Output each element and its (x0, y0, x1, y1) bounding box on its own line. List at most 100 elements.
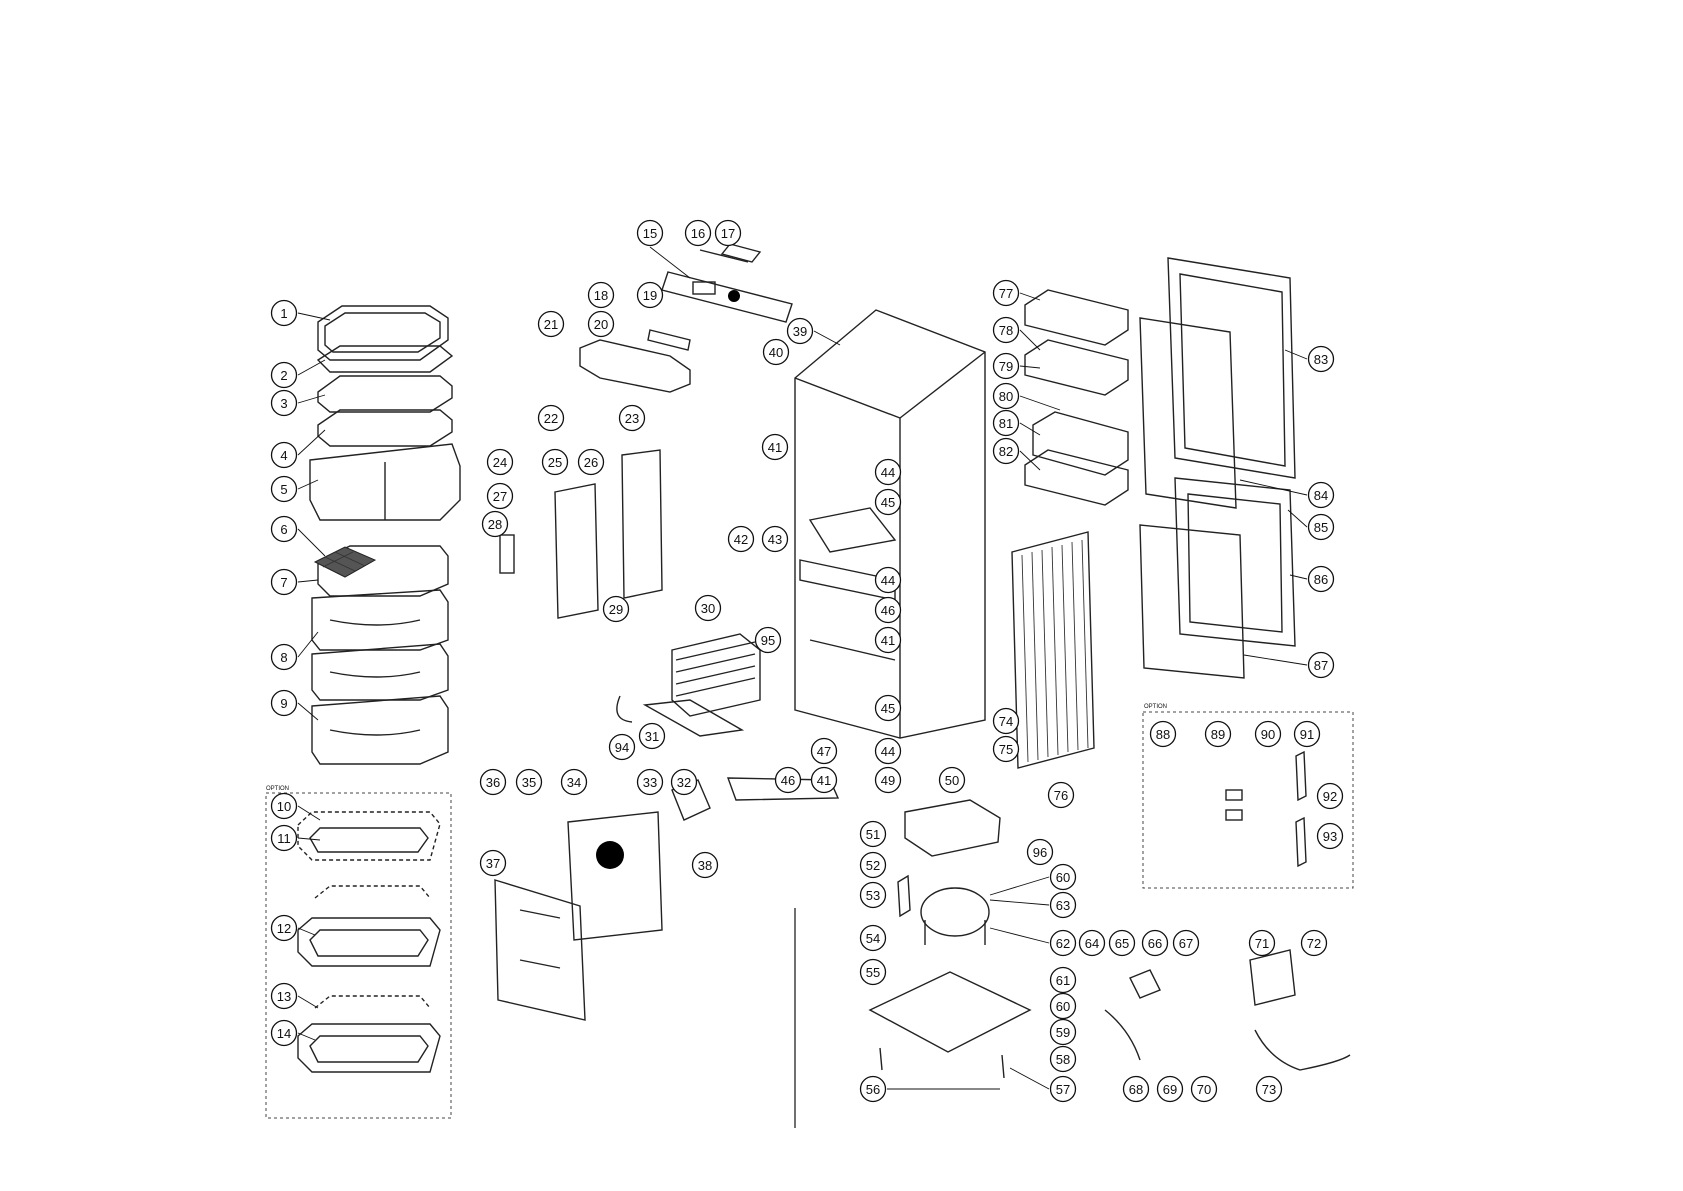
callout-circle (874, 596, 902, 624)
callout-number: 21 (544, 317, 558, 332)
refrigerator-door (1139, 477, 1296, 679)
callout-62: 62 (1049, 929, 1077, 957)
callout-94: 94 (608, 733, 636, 761)
callout-circle (992, 735, 1020, 763)
callout-number: 89 (1211, 727, 1225, 742)
callout-number: 39 (793, 324, 807, 339)
callout-number: 42 (734, 532, 748, 547)
glass-shelf-stack (309, 305, 461, 765)
callout-number: 12 (277, 921, 291, 936)
callout-number: 11 (277, 831, 291, 846)
callout-41b: 41 (874, 626, 902, 654)
callout-39: 39 (786, 317, 814, 345)
callout-circle (786, 317, 814, 345)
callout-75: 75 (992, 735, 1020, 763)
callout-53: 53 (859, 881, 887, 909)
callout-circle (1255, 1075, 1283, 1103)
callout-68: 68 (1122, 1075, 1150, 1103)
callout-number: 15 (643, 226, 657, 241)
callout-41a: 41 (761, 433, 789, 461)
callout-number: 49 (881, 773, 895, 788)
callout-45b: 45 (874, 694, 902, 722)
callout-circle (1300, 929, 1328, 957)
callout-circle (1049, 863, 1077, 891)
callout-number: 44 (881, 744, 895, 759)
callout-65: 65 (1108, 929, 1136, 957)
callout-number: 38 (698, 858, 712, 873)
callout-circle (1254, 720, 1282, 748)
door-racks (1024, 289, 1129, 506)
base-plate (868, 971, 1032, 1079)
callout-number: 77 (999, 286, 1013, 301)
callout-72: 72 (1300, 929, 1328, 957)
callout-circle (761, 525, 789, 553)
callout-circle (1190, 1075, 1218, 1103)
callout-circle (992, 316, 1020, 344)
callout-number: 18 (594, 288, 608, 303)
callout-circle (1307, 565, 1335, 593)
callout-77: 77 (992, 279, 1020, 307)
callout-circle (694, 594, 722, 622)
callout-18: 18 (587, 281, 615, 309)
callout-circle (859, 881, 887, 909)
callout-95: 95 (754, 626, 782, 654)
callout-number: 78 (999, 323, 1013, 338)
callout-number: 17 (721, 226, 735, 241)
callout-57: 57 (1049, 1075, 1077, 1103)
callout-2: 2 (270, 361, 298, 389)
callout-number: 76 (1054, 788, 1068, 803)
callout-circle (1204, 720, 1232, 748)
callout-number: 5 (280, 482, 287, 497)
callout-52: 52 (859, 851, 887, 879)
callout-circle (874, 488, 902, 516)
callout-number: 68 (1129, 1082, 1143, 1097)
callout-number: 1 (280, 306, 287, 321)
callout-78: 78 (992, 316, 1020, 344)
callout-number: 36 (486, 775, 500, 790)
callout-number: 28 (488, 517, 502, 532)
option-hinge-parts (1225, 750, 1307, 868)
callout-circle (1172, 929, 1200, 957)
callout-circle (859, 924, 887, 952)
condenser (1011, 531, 1095, 769)
callout-number: 29 (609, 602, 623, 617)
callout-6: 6 (270, 515, 298, 543)
compressor (897, 874, 990, 945)
callout-circle (537, 310, 565, 338)
callout-circle (714, 219, 742, 247)
callout-82: 82 (992, 437, 1020, 465)
callout-number: 87 (1314, 658, 1328, 673)
callout-number: 40 (769, 345, 783, 360)
callout-circle (1307, 513, 1335, 541)
callout-31: 31 (638, 722, 666, 750)
callout-37: 37 (479, 849, 507, 877)
callout-circle (479, 849, 507, 877)
callout-56: 56 (859, 1075, 887, 1103)
callout-circle (602, 595, 630, 623)
callout-circle (1149, 720, 1177, 748)
callout-92: 92 (1316, 782, 1344, 810)
callout-number: 44 (881, 465, 895, 480)
option-box-left (265, 792, 452, 1119)
callout-number: 22 (544, 411, 558, 426)
callout-number: 74 (999, 714, 1013, 729)
callout-54: 54 (859, 924, 887, 952)
callout-60a: 60 (1049, 992, 1077, 1020)
callout-number: 94 (615, 740, 629, 755)
callout-number: 61 (1056, 973, 1070, 988)
callout-19: 19 (636, 281, 664, 309)
callout-number: 71 (1255, 936, 1269, 951)
callout-91: 91 (1293, 720, 1321, 748)
option-box-right (1142, 711, 1354, 889)
callout-25: 25 (541, 448, 569, 476)
callout-number: 88 (1156, 727, 1170, 742)
option-shelves (297, 811, 441, 1073)
refrigerator-cabinet (726, 309, 986, 801)
callout-number: 60 (1056, 999, 1070, 1014)
callout-number: 56 (866, 1082, 880, 1097)
callout-circle (691, 851, 719, 879)
callout-60b: 60 (1049, 863, 1077, 891)
callout-number: 90 (1261, 727, 1275, 742)
callout-35: 35 (515, 768, 543, 796)
callout-number: 72 (1307, 936, 1321, 951)
